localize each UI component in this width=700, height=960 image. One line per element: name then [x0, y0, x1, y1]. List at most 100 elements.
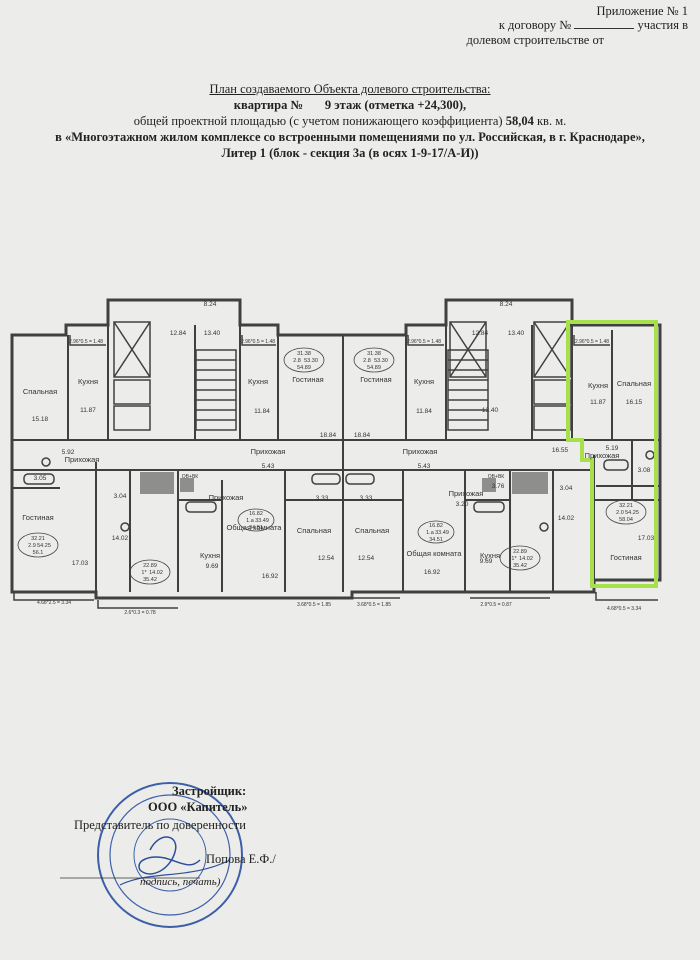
apt-total: 33.49	[255, 518, 269, 524]
area-value: 5.43	[262, 463, 275, 470]
ob-label: ОВ+ВК	[182, 474, 198, 480]
room-label: Кухня	[480, 551, 500, 560]
area-value: 17.03	[72, 560, 89, 567]
apt-reduced: 35.42	[143, 577, 157, 583]
dim-note: 3.68*0.5 = 1.85	[297, 602, 331, 608]
area-value: 3.76	[492, 483, 505, 490]
room-label: Кухня	[414, 377, 434, 386]
apt-rooms: 1*	[141, 570, 147, 576]
room-label: Спальная	[617, 379, 651, 388]
apt-total: 54.25	[37, 543, 51, 549]
area-value: 12.54	[358, 555, 375, 562]
area-value: 3.33	[360, 495, 373, 502]
apt-living-area: 32.21	[619, 503, 633, 509]
room-label: Гостиная	[22, 513, 53, 522]
apt-total: 54.25	[625, 510, 639, 516]
dim-note: 4.68*2.5 = 3.34	[37, 600, 71, 606]
area-value: 3.04	[560, 485, 573, 492]
apt-reduced: 35.42	[513, 563, 527, 569]
area-value: 12.54	[318, 555, 335, 562]
area-value: 16.55	[552, 447, 569, 454]
room-label: Прихожая	[251, 447, 286, 456]
area-value: 16.15	[626, 399, 643, 406]
apt-rooms: 1*	[511, 556, 517, 562]
apt-reduced: 54.89	[367, 365, 381, 371]
room-label: Прихожая	[209, 493, 244, 502]
dim-note: 2.6*0.3 = 0.78	[124, 610, 155, 616]
selected-apartment-outline	[566, 320, 658, 588]
appendix-label: Приложение № 1	[596, 4, 688, 18]
area-value: 11.84	[416, 408, 432, 415]
room-label: Гостиная	[292, 375, 323, 384]
room-label: Прихожая	[585, 451, 620, 460]
apt-rooms: 1.а	[246, 518, 255, 524]
area-value: 11.87	[80, 407, 96, 414]
dim-note: 2.9*0.5 = 0.87	[480, 602, 511, 608]
room-label: Прихожая	[403, 447, 438, 456]
area-line: общей проектной площадью (с учетом пониж…	[133, 114, 567, 128]
representative-label: Представитель по доверенности	[74, 818, 246, 832]
signature-caption: подпись, печать)	[140, 876, 221, 888]
apt-reduced: 56.1	[33, 550, 44, 556]
liter-line: Литер 1 (блок - секция 3а (в осях 1-9-17…	[221, 146, 479, 160]
area-value: 3.05	[34, 475, 47, 482]
area-value: 9.69	[206, 563, 219, 570]
area-value: 5.19	[606, 445, 619, 452]
area-value: 16.92	[424, 569, 441, 576]
contract-line: к договору № участия в	[498, 18, 688, 32]
area-value: 17.03	[638, 535, 655, 542]
room-label: Прихожая	[65, 455, 100, 464]
complex-line: в «Многоэтажном жилом комплексе со встро…	[55, 130, 645, 144]
apt-living-area: 16.82	[429, 523, 443, 529]
area-value: 3.33	[316, 495, 329, 502]
apt-living-area: 31.38	[297, 351, 311, 357]
area-value: 11.84	[254, 408, 270, 415]
area-value: 13.40	[508, 330, 525, 337]
dim-note: 4.68*0.5 = 3.34	[607, 606, 641, 612]
area-value: 13.40	[204, 330, 221, 337]
area-value: 8.24	[500, 301, 513, 308]
apt-rooms: 2.8	[293, 358, 301, 364]
area-value: 18.84	[320, 432, 337, 439]
room-label: Гостиная	[610, 553, 641, 562]
apt-rooms: 2.0	[616, 510, 624, 516]
dim-note: 2.96*0.5 = 1.48	[575, 339, 609, 345]
area-value: 3.20	[456, 501, 469, 508]
dim-note: 2.96*0.5 = 1.48	[407, 339, 441, 345]
area-value: 11.87	[590, 399, 606, 406]
dim-note: 2.96*0.5 = 1.48	[241, 339, 275, 345]
developer-label: Застройщик:	[172, 784, 247, 798]
developer-company: ООО «Капитель»	[148, 800, 248, 814]
area-value: 18.84	[354, 432, 371, 439]
apt-rooms: 1.а	[426, 530, 435, 536]
apt-reduced: 34.51	[249, 525, 263, 531]
room-label: Кухня	[200, 551, 220, 560]
area-value: 15.18	[32, 416, 49, 423]
apt-rooms: 2.8	[363, 358, 371, 364]
room-label: Общая комната	[227, 523, 283, 532]
room-label: Общая комната	[407, 549, 463, 558]
area-value: 8.24	[204, 301, 217, 308]
area-value: 5.92	[62, 449, 75, 456]
area-value: 9.69	[480, 558, 493, 565]
apt-reduced: 58.04	[619, 517, 633, 523]
room-label: Спальная	[23, 387, 57, 396]
room-label: Спальная	[297, 526, 331, 535]
plan-title: План создаваемого Объекта долевого строи…	[209, 82, 491, 96]
apartment-line: квартира № 9 этаж (отметка +24,300),	[233, 98, 467, 112]
signatory-name: Попова Е.Ф./	[206, 852, 276, 866]
room-label: Гостиная	[360, 375, 391, 384]
room-label: Кухня	[78, 377, 98, 386]
ob-label: ОВ+ВК	[488, 474, 504, 480]
area-value: 3.08	[638, 467, 651, 474]
dim-note: 2.96*0.5 = 1.48	[69, 339, 103, 345]
apt-total: 33.49	[435, 530, 449, 536]
room-label: Прихожая	[449, 489, 484, 498]
area-value: 14.02	[558, 515, 575, 522]
room-label: Кухня	[588, 381, 608, 390]
area-value: 16.92	[262, 573, 279, 580]
dim-note: 3.68*0.5 = 1.85	[357, 602, 391, 608]
area-value: 5.43	[418, 463, 431, 470]
